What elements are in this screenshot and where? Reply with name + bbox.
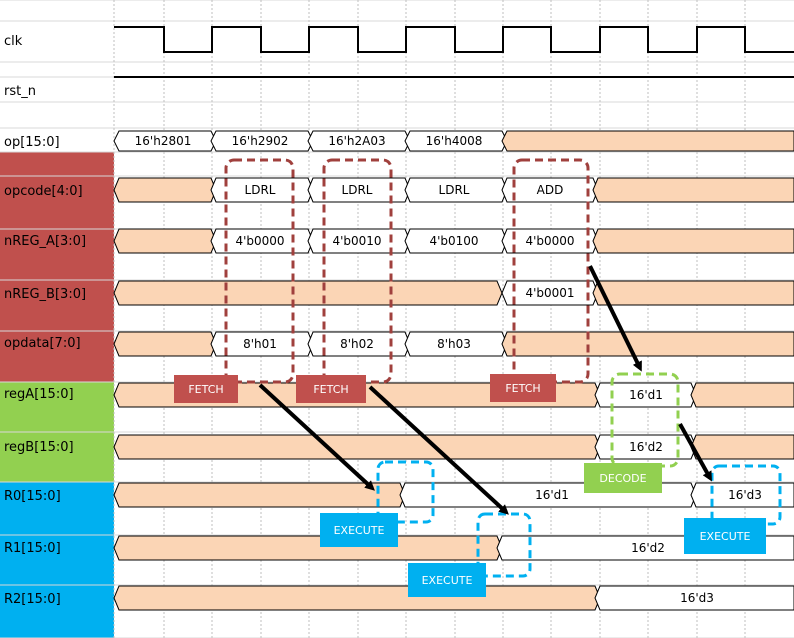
bus-value: 4'b0100 [429,234,478,248]
label-r0: R0[15:0] [4,489,61,504]
bus-value: 16'h2902 [232,134,289,148]
execute-tag-label: EXECUTE [700,530,751,543]
fetch-tag-label: FETCH [313,383,348,396]
red-group-band [0,152,114,382]
bus-value: 16'd2 [629,440,663,454]
signal-labels: clk rst_n op[15:0] opcode[4:0] nREG_A[3:… [4,34,86,607]
label-clk: clk [4,34,23,49]
bus-segment [113,434,601,460]
bus-value: 16'd1 [629,388,663,402]
bus-segment [113,535,503,561]
label-nreg-a: nREG_A[3:0] [4,234,86,249]
bus-segment [690,482,794,508]
bus-segment [592,228,794,254]
bus-segment [113,177,217,203]
bus-segment [594,585,794,611]
fetch-tag [296,375,366,403]
bus-segment [690,382,794,408]
bus-value: ADD [537,183,564,197]
blue-group-band [0,482,114,638]
bus-segment [690,434,794,460]
execute-tag [684,518,766,554]
execute-tag-label: EXECUTE [334,524,385,537]
bus-segment [113,228,217,254]
fetch-tag [174,375,238,403]
bus-value: 16'h4008 [426,134,483,148]
label-r1: R1[15:0] [4,541,61,556]
decode-tag-label: DECODE [599,472,646,485]
label-opcode: opcode[4:0] [4,184,83,199]
bus-segment [501,331,794,357]
fetch-tag-label: FETCH [188,383,223,396]
flow-arrow [588,265,642,372]
label-regb: regB[15:0] [4,440,74,455]
label-r2: R2[15:0] [4,592,61,607]
execute-dashed-box [376,460,435,524]
bus-value: 4'b0000 [525,234,574,248]
decode-tag [584,463,662,493]
bus-value: LDRL [439,183,470,197]
label-rst-n: rst_n [4,84,36,99]
clk-waveform [114,26,794,53]
bus-value: 16'd2 [631,541,665,555]
label-nreg-b: nREG_B[3:0] [4,287,86,302]
flow-arrow [678,423,712,482]
fetch-tag [490,374,556,402]
bus-segment [501,130,794,152]
nregb-bus: 4'b0001 [113,280,794,306]
label-rega: regA[15:0] [4,387,74,402]
bus-segment [113,280,503,306]
label-opdata: opdata[7:0] [4,336,81,351]
flow-arrow [368,385,509,515]
opcode-bus: LDRL LDRL LDRL ADD [113,177,794,203]
r0-bus: 16'd1 16'd3 [113,482,794,508]
opdata-bus: 8'h01 8'h02 8'h03 [113,331,794,357]
bus-segment [592,280,794,306]
regb-bus: 16'd2 [113,434,794,460]
bus-value: 16'd3 [680,591,714,605]
bus-value: 4'b0001 [525,286,574,300]
fetch-dashed-box [224,158,295,384]
execute-tag [320,513,398,547]
bus-value: LDRL [342,183,373,197]
execute-tag [408,563,486,597]
fetch-tag-label: FETCH [505,382,540,395]
bus-segment [113,331,217,357]
stage-tags: FETCH FETCH FETCH DECODE EXECUTE EXECUTE… [174,374,766,597]
bus-value: 8'h02 [340,337,374,351]
bus-value: 4'b0000 [235,234,284,248]
bus-value: 4'b0010 [332,234,381,248]
bus-segment [113,585,601,611]
bus-value: 16'h2801 [135,134,192,148]
bus-value: 8'h01 [243,337,277,351]
fetch-dashed-box [322,158,393,384]
nrega-bus: 4'b0000 4'b0010 4'b0100 4'b0000 [113,228,794,254]
label-op: op[15:0] [4,135,60,150]
bus-value: 16'h2A03 [328,134,385,148]
flow-arrow [258,383,375,491]
flow-arrows [258,265,712,515]
bus-value: LDRL [245,183,276,197]
op-bus: 16'h2801 16'h2902 16'h2A03 16'h4008 [113,130,794,152]
execute-tag-label: EXECUTE [422,574,473,587]
bus-value: 16'd1 [535,488,569,502]
bus-segment [592,177,794,203]
bus-value: 8'h03 [437,337,471,351]
bus-segment [113,482,406,508]
bus-value: 16'd3 [728,488,762,502]
